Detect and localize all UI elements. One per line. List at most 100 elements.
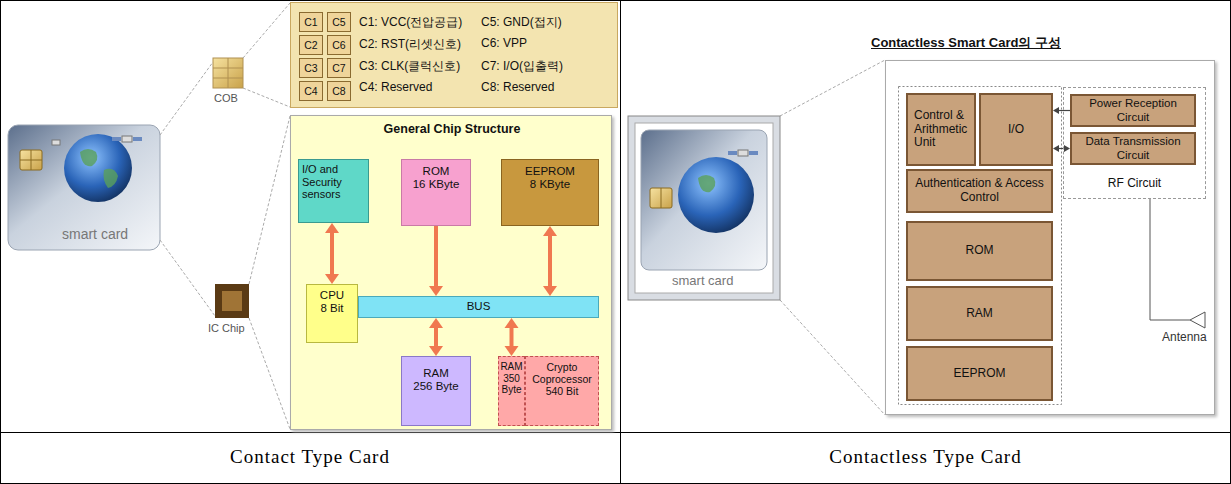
smart-card-picture — [133, 137, 142, 141]
pin-box: C7 — [327, 58, 351, 78]
card-label: smart card — [672, 273, 733, 288]
connector-arrow — [325, 223, 339, 284]
connector-arrow — [429, 226, 443, 296]
smart-card-picture — [64, 134, 132, 202]
leader-line — [780, 300, 885, 415]
contactless-panel: Contactless Smart Card의 구성Control & Arit… — [885, 60, 1215, 415]
connector-line — [434, 325, 438, 349]
smart-card-picture — [52, 140, 60, 145]
arrow-head — [429, 286, 443, 296]
arrow-head — [325, 223, 339, 233]
ic-chip — [222, 291, 242, 311]
ic-chip — [215, 284, 249, 318]
contactless-card-picture — [641, 130, 767, 270]
cob-chip — [228, 58, 229, 88]
part-label: IC Chip — [208, 322, 245, 334]
panel-title: General Chip Structure — [291, 122, 613, 136]
box-label: C1 — [304, 16, 317, 28]
pin-box: C5 — [327, 12, 351, 32]
box-label: C5 — [332, 16, 345, 28]
cob-chip — [213, 78, 243, 79]
control-unit-box: Control & Arithmetic Unit — [906, 93, 976, 166]
arrow-head — [543, 286, 557, 296]
rom-box: ROM16 KByte — [401, 159, 471, 226]
ram-box: RAM — [906, 286, 1053, 341]
box-label: RAM — [500, 361, 522, 373]
contactless-card-picture — [661, 188, 662, 208]
chip-structure-panel: General Chip StructureI/O and Security s… — [290, 115, 612, 430]
connector-line — [434, 226, 438, 289]
box-label: I/O and Security sensors — [302, 163, 365, 201]
box-label: CPU — [320, 289, 344, 302]
leader-line — [160, 62, 213, 135]
connector-line — [330, 230, 334, 277]
box-label: 540 Bit — [546, 385, 579, 397]
cob-chip — [213, 58, 243, 88]
part-label: Antenna — [1162, 330, 1207, 344]
leader-line — [243, 88, 290, 107]
table-grid — [620, 0, 621, 484]
smart-card-picture — [104, 169, 119, 188]
antenna-symbol — [1190, 312, 1205, 328]
box-label: Data Transmission Circuit — [1073, 135, 1193, 161]
region-label: RF Circuit — [1064, 176, 1205, 190]
connector-arrow — [543, 226, 557, 296]
pin-description: C5: GND(접지) — [481, 14, 562, 31]
box-label: Power Reception Circuit — [1073, 97, 1193, 123]
leader-line — [243, 3, 290, 58]
contactless-card-picture — [635, 123, 773, 293]
connector-line — [1057, 148, 1066, 149]
cob-chip — [213, 68, 243, 69]
pin-box: C4 — [299, 81, 323, 101]
leader-line — [780, 60, 885, 116]
pin-description: C1: VCC(전압공급) — [359, 14, 462, 31]
contactless-card-picture — [749, 151, 758, 155]
antenna-symbol — [1150, 198, 1190, 320]
panel-title: Contactless Smart Card의 구성 — [861, 34, 1071, 52]
connector-arrow — [1053, 107, 1070, 114]
arrow-head — [543, 226, 557, 236]
arrow-head — [429, 318, 443, 328]
caption-cell: Contactless Type Card — [620, 446, 1231, 468]
chip-area-outline — [899, 87, 1062, 405]
box-label: Crypto Coprocessor — [528, 361, 596, 385]
contactless-card-picture — [738, 150, 748, 156]
pin-box: C1 — [299, 12, 323, 32]
pin-description: C3: CLK(클럭신호) — [359, 58, 460, 75]
io-box: I/O — [979, 93, 1053, 166]
contactless-card-picture — [650, 188, 672, 208]
box-label: 8 KByte — [530, 178, 570, 191]
pin-box: C2 — [299, 35, 323, 55]
arrow-head — [1053, 107, 1059, 114]
rom-box: ROM — [906, 221, 1053, 281]
data-circuit-box: Data Transmission Circuit — [1070, 132, 1196, 165]
bus-band: BUS — [358, 296, 599, 318]
rf-circuit-region: RF Circuit Power Reception CircuitData Tr… — [1063, 87, 1206, 199]
box-label: ROM — [423, 165, 450, 178]
pin-description: C7: I/O(입출력) — [481, 58, 563, 75]
box-label: Control & Arithmetic Unit — [914, 109, 968, 150]
pin-description: C6: VPP — [481, 36, 527, 50]
pin-box: C8 — [327, 81, 351, 101]
arrow-head — [325, 274, 339, 284]
box-label: EEPROM — [953, 367, 1005, 381]
connector-line — [510, 325, 514, 349]
box-label: ROM — [966, 244, 994, 258]
crypto-coprocessor-box: Crypto Coprocessor540 Bit — [525, 356, 599, 426]
contactless-card-picture — [628, 116, 780, 300]
box-label: 16 KByte — [413, 178, 460, 191]
arrow-head — [429, 346, 443, 356]
cob-chip — [213, 58, 243, 88]
cpu-box: CPU8 Bit — [306, 284, 358, 343]
leader-line — [160, 240, 215, 316]
arrow-head — [505, 346, 519, 356]
box-label: C6 — [332, 39, 345, 51]
crypto-ram-box: RAM350 Byte — [498, 356, 525, 426]
chip-area-outline — [899, 87, 1062, 405]
contactless-card-picture — [728, 151, 737, 155]
pin-table: C1: VCC(전압공급)C2: RST(리셋신호)C3: CLK(클럭신호)C… — [290, 2, 618, 108]
smart-card-picture — [112, 137, 121, 141]
connector-line — [548, 233, 552, 289]
box-label: C2 — [304, 39, 317, 51]
